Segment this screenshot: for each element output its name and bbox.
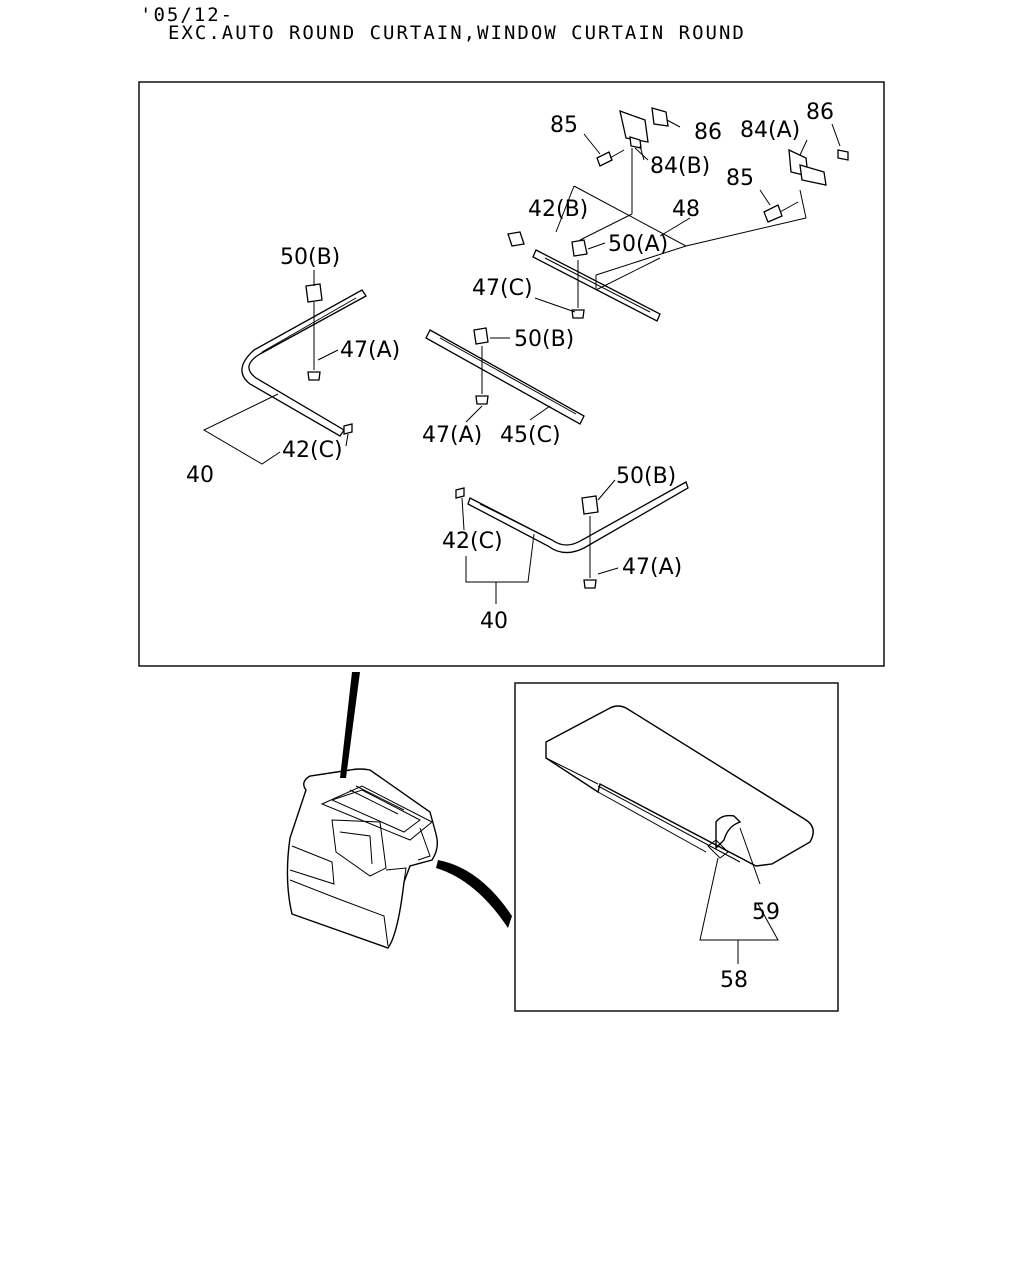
hook-bracket-b <box>619 107 669 161</box>
label-84a: 84(A) <box>740 118 800 143</box>
label-50a: 50(A) <box>608 232 668 257</box>
label-42c-bottom: 42(C) <box>442 529 503 554</box>
inset-diagram-frame <box>514 682 839 1012</box>
label-58: 58 <box>720 968 748 993</box>
label-50b-middle: 50(B) <box>514 327 574 352</box>
label-42c-left: 42(C) <box>282 438 343 463</box>
main-diagram-frame <box>138 81 885 667</box>
screw-47c <box>571 260 585 319</box>
sun-visor-illustration <box>545 705 814 885</box>
label-86-right: 86 <box>806 100 834 125</box>
screw-85-upper <box>596 149 625 167</box>
diagram-title: EXC.AUTO ROUND CURTAIN,WINDOW CURTAIN RO… <box>168 22 746 44</box>
truck-cab-illustration <box>286 672 512 949</box>
clip-50a <box>571 239 588 257</box>
label-50b-bottom: 50(B) <box>616 464 676 489</box>
label-48: 48 <box>672 197 700 222</box>
label-85-upper: 85 <box>550 113 578 138</box>
screw-47a-left <box>307 371 321 381</box>
label-86-upper: 86 <box>694 120 722 145</box>
label-47a-middle: 47(A) <box>422 423 482 448</box>
label-84b: 84(B) <box>650 154 710 179</box>
corner-rail-40-left <box>241 289 367 437</box>
label-50b-left: 50(B) <box>280 245 340 270</box>
label-47a-bottom: 47(A) <box>622 555 682 580</box>
label-45c: 45(C) <box>500 423 561 448</box>
label-40-bottom: 40 <box>480 609 508 634</box>
screw-47a-middle <box>475 395 489 405</box>
corner-rail-40-bottom <box>467 481 689 554</box>
screw-47a-bottom <box>583 579 597 589</box>
diagram-date-code: '05/12- <box>140 4 235 26</box>
clip-50b-left <box>305 283 323 303</box>
label-59: 59 <box>752 900 780 925</box>
label-47a-left: 47(A) <box>340 338 400 363</box>
end-cap-42c-bottom <box>455 487 465 499</box>
label-40-left: 40 <box>186 463 214 488</box>
clip-50b-bottom <box>581 495 599 515</box>
label-42b: 42(B) <box>528 197 588 222</box>
screw-85-lower <box>763 201 799 223</box>
clip-42b <box>507 231 525 247</box>
label-85-lower: 85 <box>726 166 754 191</box>
label-47c: 47(C) <box>472 276 533 301</box>
curtain-rail-45c <box>425 329 585 425</box>
end-cap-42c-left <box>343 423 353 435</box>
clip-50b-middle <box>473 327 489 345</box>
hook-bracket-a <box>788 148 849 186</box>
